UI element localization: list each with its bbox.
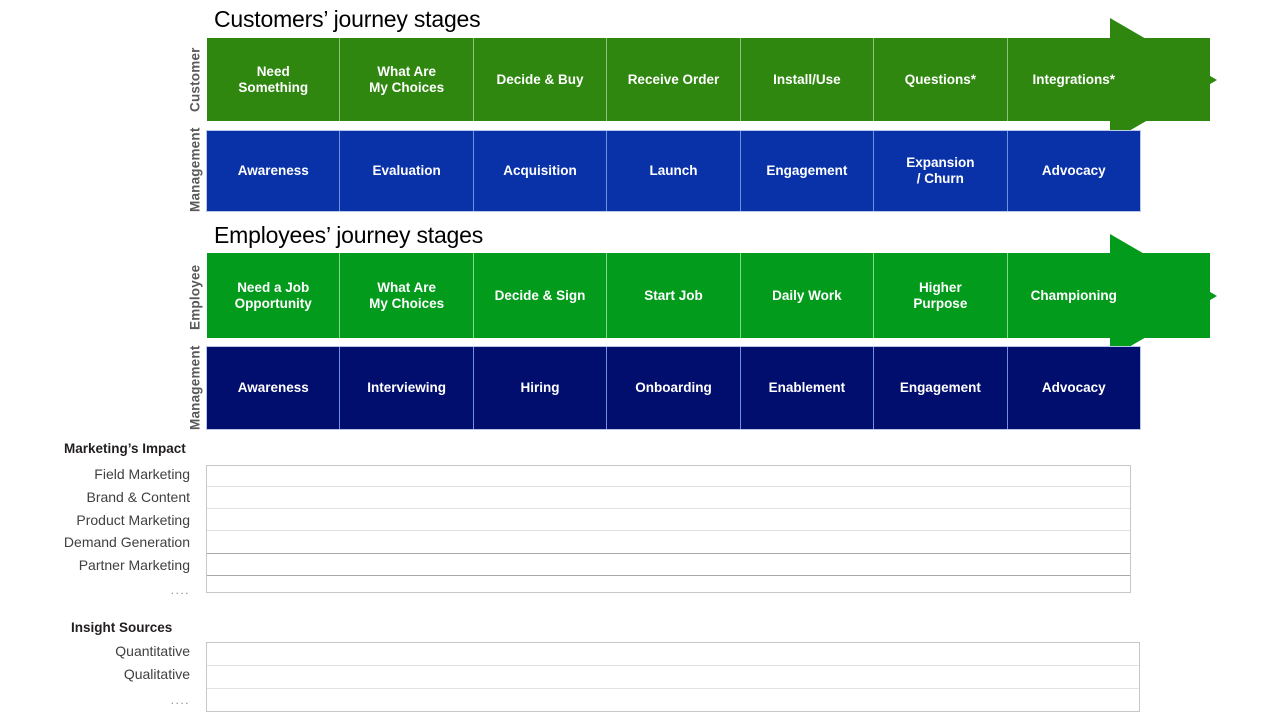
marketing-impact-grid [206,465,1131,593]
customer-management-row: Awareness Evaluation Acquisition Launch … [206,130,1141,212]
marketing-row-label: Brand & Content [86,489,190,505]
management-cell[interactable]: Awareness [207,347,341,429]
grid-row[interactable] [207,666,1139,689]
insight-sources-grid [206,642,1140,712]
employee-stage-arrow [207,233,1217,358]
management-cell[interactable]: Enablement [741,347,875,429]
marketing-impact-heading: Marketing’s Impact [64,441,186,456]
insight-sources-section: Insight Sources Quantitative Qualitative… [0,617,1280,717]
management-cell[interactable]: Awareness [207,131,341,211]
customer-persona-label: Customer [187,47,203,113]
management-cell-label: Expansion/ Churn [906,155,975,186]
stage-cell[interactable]: Decide & Sign [474,253,608,338]
management-cell[interactable]: Engagement [874,347,1008,429]
stage-cell[interactable]: Championing [1008,253,1140,338]
stage-cell-label: Decide & Sign [494,287,586,303]
employee-journey-block: Employees’ journey stages Employee Need … [0,216,1280,432]
management-cell[interactable]: Engagement [741,131,875,211]
management-cell-label: Enablement [768,380,846,396]
customer-stage-arrow [207,17,1217,142]
management-cell[interactable]: Hiring [474,347,608,429]
marketing-row-label: .... [170,583,190,597]
insight-row-label: .... [170,693,190,707]
stage-cell-label: Championing [1030,287,1117,303]
grid-row[interactable] [207,487,1130,509]
stage-cell-label: Receive Order [627,71,720,87]
marketing-impact-section: Marketing’s Impact Field Marketing Brand… [0,438,1280,603]
marketing-row-label: Demand Generation [63,534,190,550]
stage-cell-label: Integrations* [1032,71,1115,87]
employee-arrow-head [1110,233,1217,358]
management-cell-label: Hiring [520,380,560,396]
marketing-row-label: Partner Marketing [78,557,190,573]
management-cell[interactable]: Evaluation [340,131,474,211]
management-cell-label: Awareness [237,380,309,396]
management-cell[interactable]: Acquisition [474,131,608,211]
stage-cell-label: Start Job [644,287,703,303]
marketing-row-label: Product Marketing [76,512,190,528]
management-cell-label: Onboarding [635,380,712,396]
stage-cell[interactable]: Integrations* [1008,38,1140,121]
stage-cell[interactable]: Decide & Buy [474,38,608,121]
grid-row[interactable] [207,554,1130,576]
grid-row[interactable] [207,509,1130,531]
employee-journey-title: Employees’ journey stages [214,222,484,248]
customer-journey-title: Customers’ journey stages [214,6,481,32]
stage-cell[interactable]: Start Job [607,253,741,338]
employee-persona-label: Employee [187,264,203,330]
insight-row-label: Qualitative [123,666,190,682]
grid-row[interactable] [207,643,1139,666]
stage-cell[interactable]: Receive Order [607,38,741,121]
customer-arrow-head [1110,17,1217,142]
marketing-row-label: Field Marketing [94,466,190,482]
insight-sources-heading: Insight Sources [71,620,173,635]
stage-cell-label: Decide & Buy [496,71,584,87]
management-cell[interactable]: Advocacy [1008,131,1140,211]
management-cell-label: Evaluation [372,163,441,179]
customer-management-label: Management [187,127,203,213]
stage-cell[interactable]: Install/Use [741,38,875,121]
grid-row[interactable] [207,689,1139,711]
grid-row[interactable] [207,466,1130,487]
management-cell-label: Acquisition [503,163,577,179]
management-cell-label: Engagement [899,380,981,396]
management-cell-label: Advocacy [1041,380,1106,396]
management-cell[interactable]: Interviewing [340,347,474,429]
stage-cell[interactable]: Questions* [874,38,1008,121]
management-cell-label: Advocacy [1041,163,1106,179]
grid-row[interactable] [207,576,1130,594]
insight-row-label: Quantitative [115,643,190,659]
grid-row[interactable] [207,531,1130,554]
management-cell[interactable]: Onboarding [607,347,741,429]
stage-cell-label: Daily Work [772,287,842,303]
stage-cell[interactable]: Daily Work [741,253,875,338]
management-cell-label: Launch [649,163,698,179]
management-cell-label: Awareness [237,163,309,179]
management-cell[interactable]: Expansion/ Churn [874,131,1008,211]
management-cell-label: Engagement [766,163,848,179]
employee-management-label: Management [187,345,203,431]
management-cell[interactable]: Advocacy [1008,347,1140,429]
stage-cell-label: Install/Use [773,71,841,87]
management-cell-label: Interviewing [367,380,447,396]
stage-cell-label: Questions* [904,71,976,87]
management-cell[interactable]: Launch [607,131,741,211]
employee-management-row: Awareness Interviewing Hiring Onboarding… [206,346,1141,430]
